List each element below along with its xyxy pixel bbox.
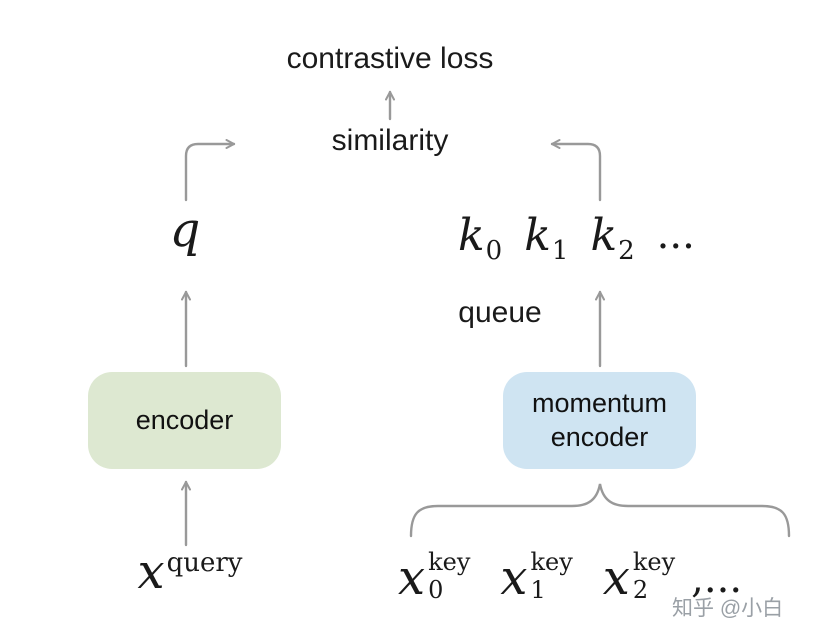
x-key-sup: key	[428, 548, 471, 577]
x-keys-row: x key 0 x key 1 x key 2 ,...	[398, 548, 743, 606]
x-key-sub: 2	[632, 576, 649, 604]
encoder-box: encoder	[88, 372, 281, 469]
x-key-symbol-0: x key 0	[398, 548, 471, 606]
key-symbol-k2: k2	[590, 210, 635, 266]
encoder-label: encoder	[135, 404, 234, 435]
keys-row: k0 k1 k2 ...	[458, 210, 695, 266]
x-query-symbol: xquery	[137, 544, 243, 600]
key-symbol-k0: k0	[458, 210, 503, 266]
x-key-sup: key	[530, 548, 573, 577]
contrastive-loss-label: contrastive loss	[286, 42, 494, 75]
momentum-encoder-label-line2: encoder	[550, 421, 649, 452]
similarity-label: similarity	[331, 124, 449, 157]
key-symbol-k1: k1	[524, 210, 569, 266]
keys-ellipsis: ...	[656, 212, 695, 258]
x-keys-ellipsis: ,...	[691, 556, 743, 602]
queue-label: queue	[458, 296, 542, 329]
gather-brace	[409, 483, 791, 538]
keys-to-similarity-arrow	[550, 139, 602, 202]
momentum-encoder-label-line1: momentum	[531, 387, 668, 418]
q-to-similarity-arrow	[184, 139, 236, 202]
x-key-sup: key	[632, 548, 676, 577]
q-symbol: q	[169, 202, 201, 258]
watermark: 知乎 @小白	[672, 597, 784, 620]
momentum-encoder-box: momentum encoder	[503, 372, 696, 469]
x-key-symbol-2: x key 2	[602, 548, 676, 606]
x-key-sub: 0	[428, 576, 444, 604]
x-key-sub: 1	[530, 576, 546, 604]
x-key-symbol-1: x key 1	[500, 548, 573, 606]
